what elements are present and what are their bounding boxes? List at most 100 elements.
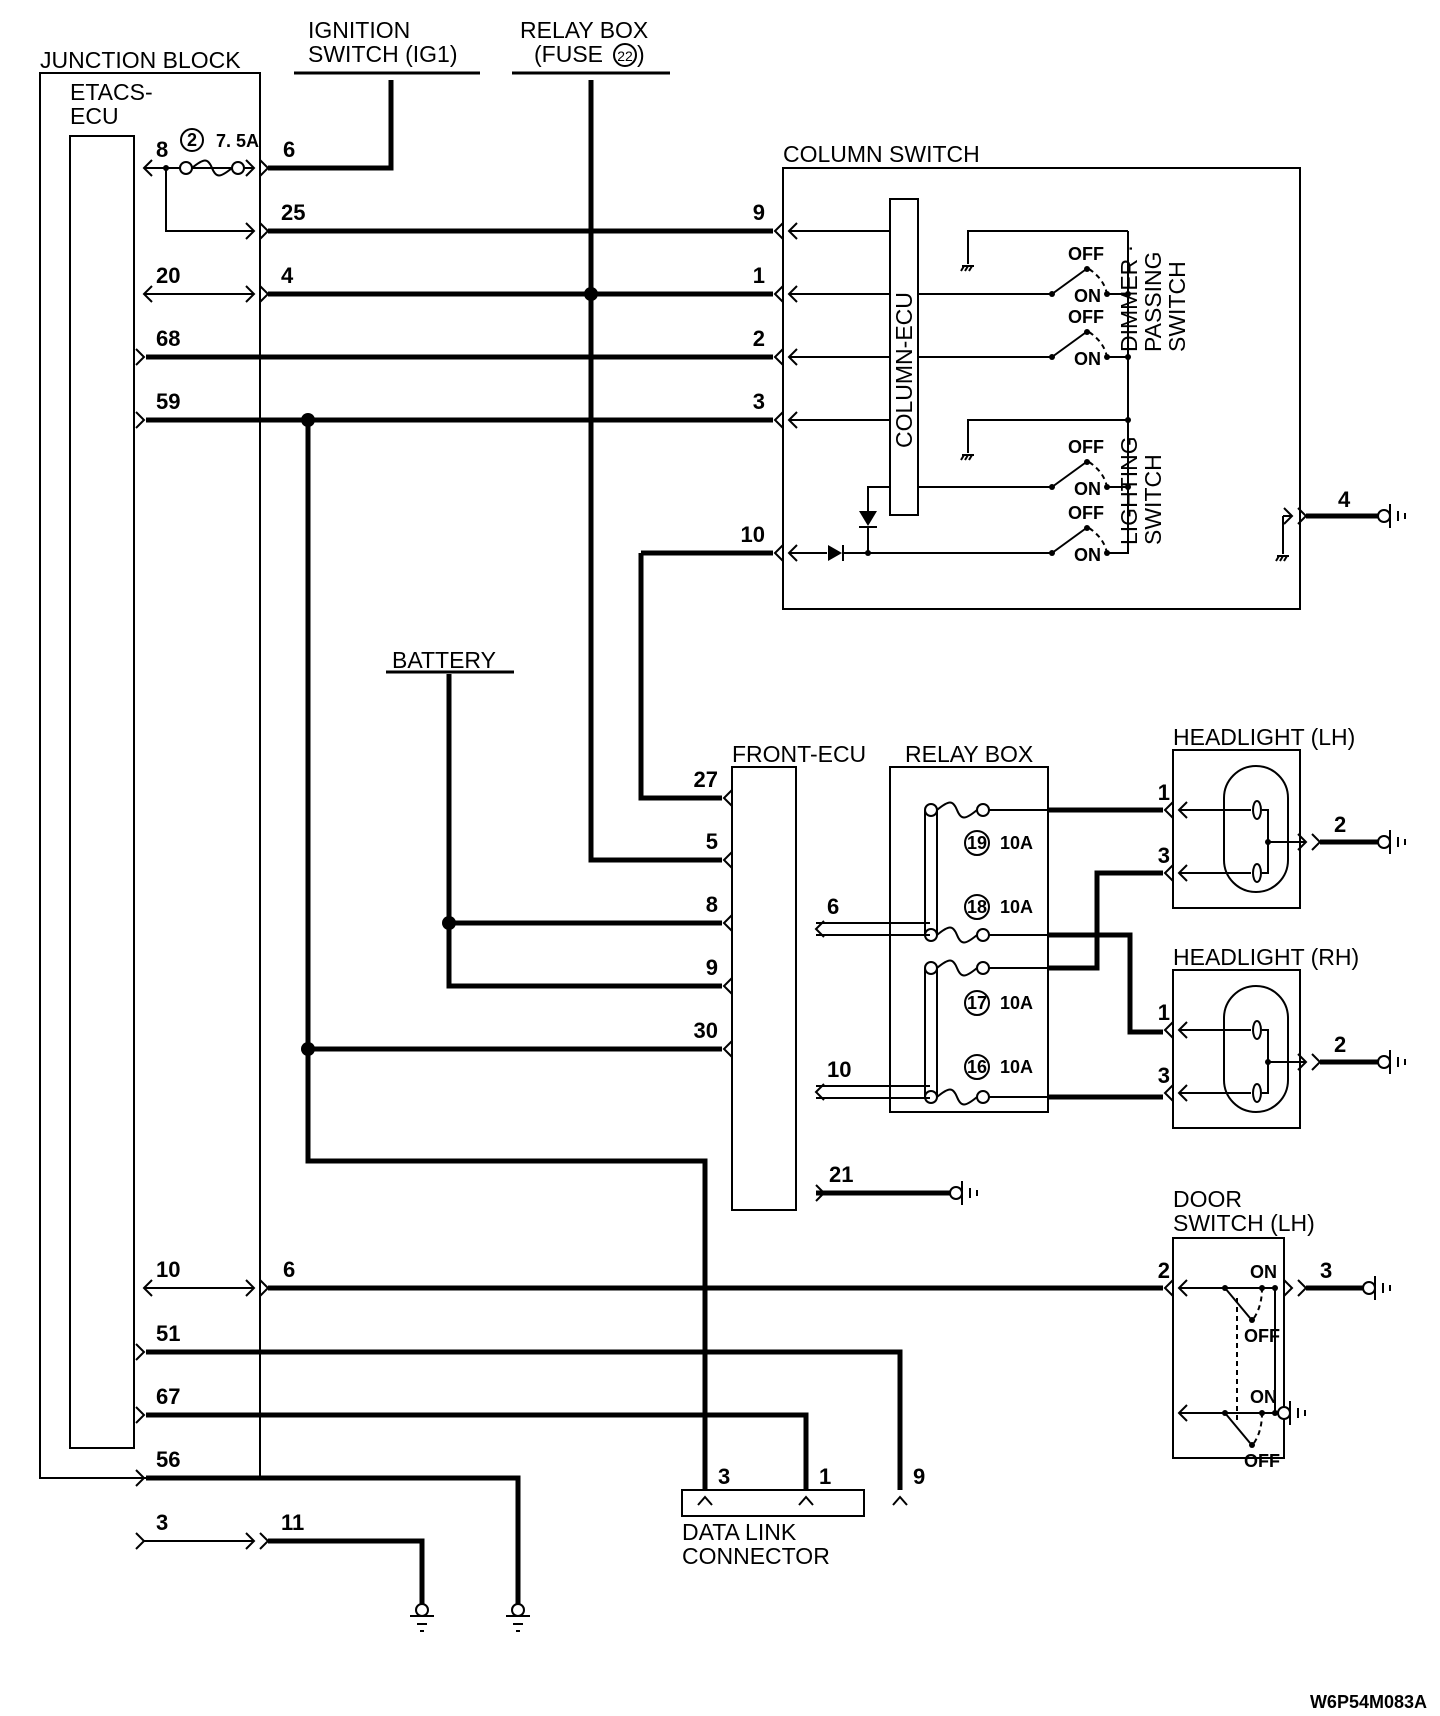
pin-label: 3 — [753, 389, 765, 414]
fuse-number: 17 — [967, 993, 987, 1013]
pin-label: 68 — [156, 326, 180, 351]
connector-chevron — [773, 544, 784, 562]
chassis-hatch — [1283, 555, 1288, 562]
switch-on-label: ON — [1250, 1262, 1277, 1282]
ground-terminal — [1377, 835, 1391, 849]
connector-chevron — [1163, 1279, 1174, 1297]
fuse-terminal — [924, 803, 938, 817]
pin-label: 6 — [827, 894, 839, 919]
switch-off-label: OFF — [1068, 437, 1104, 457]
connector-chevron — [773, 285, 784, 303]
connector-chevron — [722, 851, 733, 869]
pin-label: 3 — [1158, 843, 1170, 868]
relay-box-fuse-label-2: (FUSE — [534, 41, 603, 67]
fuse-terminal — [976, 803, 990, 817]
chassis-hatch — [968, 454, 973, 461]
wire — [1224, 1412, 1251, 1444]
connector-chevron — [1177, 1279, 1188, 1297]
etacs-ecu-label-1: ETACS- — [70, 79, 153, 105]
pin-label: 1 — [819, 1464, 831, 1489]
connector-chevron — [245, 222, 256, 240]
data-link-connector-box — [681, 1489, 865, 1517]
connector-chevron — [1177, 1084, 1188, 1102]
connector-chevron — [1177, 864, 1188, 882]
wire — [268, 80, 394, 171]
relay-box-title: RELAY BOX — [905, 741, 1033, 767]
fuse-link — [936, 959, 978, 977]
switch-link — [1253, 1412, 1263, 1444]
connector-chevron — [1297, 1053, 1308, 1071]
splice-dot — [1125, 484, 1131, 490]
door-switch-box — [1172, 1237, 1285, 1459]
wire — [1051, 528, 1086, 554]
fuse-number-circle — [964, 830, 990, 856]
pin-label: 10 — [827, 1057, 851, 1082]
etacs-ecu-label-2: ECU — [70, 103, 119, 129]
headlight-internals — [1179, 765, 1306, 1113]
pin-label: 8 — [706, 892, 718, 917]
connector-chevron — [722, 914, 733, 932]
ground-terminal — [415, 1603, 429, 1617]
front-ecu-box — [731, 766, 797, 1211]
connector-chevron — [135, 411, 146, 429]
fuse-2-rating: 7. 5A — [216, 131, 259, 151]
wire — [446, 674, 722, 989]
ignition-switch-label-2: SWITCH (IG1) — [308, 41, 458, 67]
fuse-2-number: 2 — [187, 130, 197, 150]
wire — [867, 486, 890, 511]
chassis-hatch — [960, 265, 965, 272]
splice-dot — [1125, 291, 1131, 297]
wire — [1051, 462, 1086, 488]
switch-off-label: OFF — [1068, 307, 1104, 327]
data-link-label-1: DATA LINK — [682, 1519, 797, 1545]
etacs-ecu-box — [69, 135, 135, 1449]
pin-label: 59 — [156, 389, 180, 414]
fuse-rating: 10A — [1000, 993, 1033, 1013]
connector-chevron — [1163, 864, 1174, 882]
connector-chevron — [245, 1279, 256, 1297]
connector-chevron — [259, 285, 270, 303]
connector-chevron — [1311, 833, 1322, 851]
headlight-lh-box — [1172, 749, 1301, 909]
connector-chevron — [1163, 1021, 1174, 1039]
wire — [165, 168, 254, 232]
dimmer-switch-label-2: PASSING — [1140, 251, 1166, 352]
pin-label: 56 — [156, 1447, 180, 1472]
pin-label: 3 — [156, 1510, 168, 1535]
connector-chevron — [135, 1406, 146, 1424]
pin-label: 20 — [156, 263, 180, 288]
pin-label: 51 — [156, 1321, 180, 1346]
switch-off-label: OFF — [1244, 1326, 1280, 1346]
switch-off-label: OFF — [1244, 1451, 1280, 1471]
connector-chevron — [787, 544, 798, 562]
pin-label: 2 — [1334, 1032, 1346, 1057]
connector-chevron — [135, 1532, 146, 1550]
connector-chevron — [1163, 1084, 1174, 1102]
fuse-terminal — [976, 928, 990, 942]
fuse-terminal — [976, 1090, 990, 1104]
ground-terminal — [949, 1186, 963, 1200]
connector-chevron — [135, 1343, 146, 1361]
junction-block-title: JUNCTION BLOCK — [40, 47, 241, 73]
pin-label: 25 — [281, 200, 305, 225]
wire — [1051, 269, 1086, 295]
wire — [1048, 870, 1163, 971]
chassis-hatch — [1279, 555, 1284, 562]
splice-dot — [1084, 525, 1090, 531]
connector-chevron — [798, 1495, 814, 1506]
headlight-rh-box — [1172, 969, 1301, 1129]
connector-chevron — [259, 1532, 270, 1550]
lighting-switch-label-2: SWITCH — [1140, 454, 1166, 545]
fuse-link — [936, 1088, 978, 1106]
fuse-22-number: 22 — [617, 48, 633, 64]
pin-label: 9 — [706, 955, 718, 980]
chassis-hatch — [1275, 555, 1280, 562]
filament-coil — [1252, 1020, 1262, 1040]
diode-icon — [828, 545, 842, 561]
pin-label: 2 — [753, 326, 765, 351]
connector-chevron — [892, 1495, 908, 1506]
ground-terminal — [1277, 1406, 1291, 1420]
fuse-number: 18 — [967, 897, 987, 917]
